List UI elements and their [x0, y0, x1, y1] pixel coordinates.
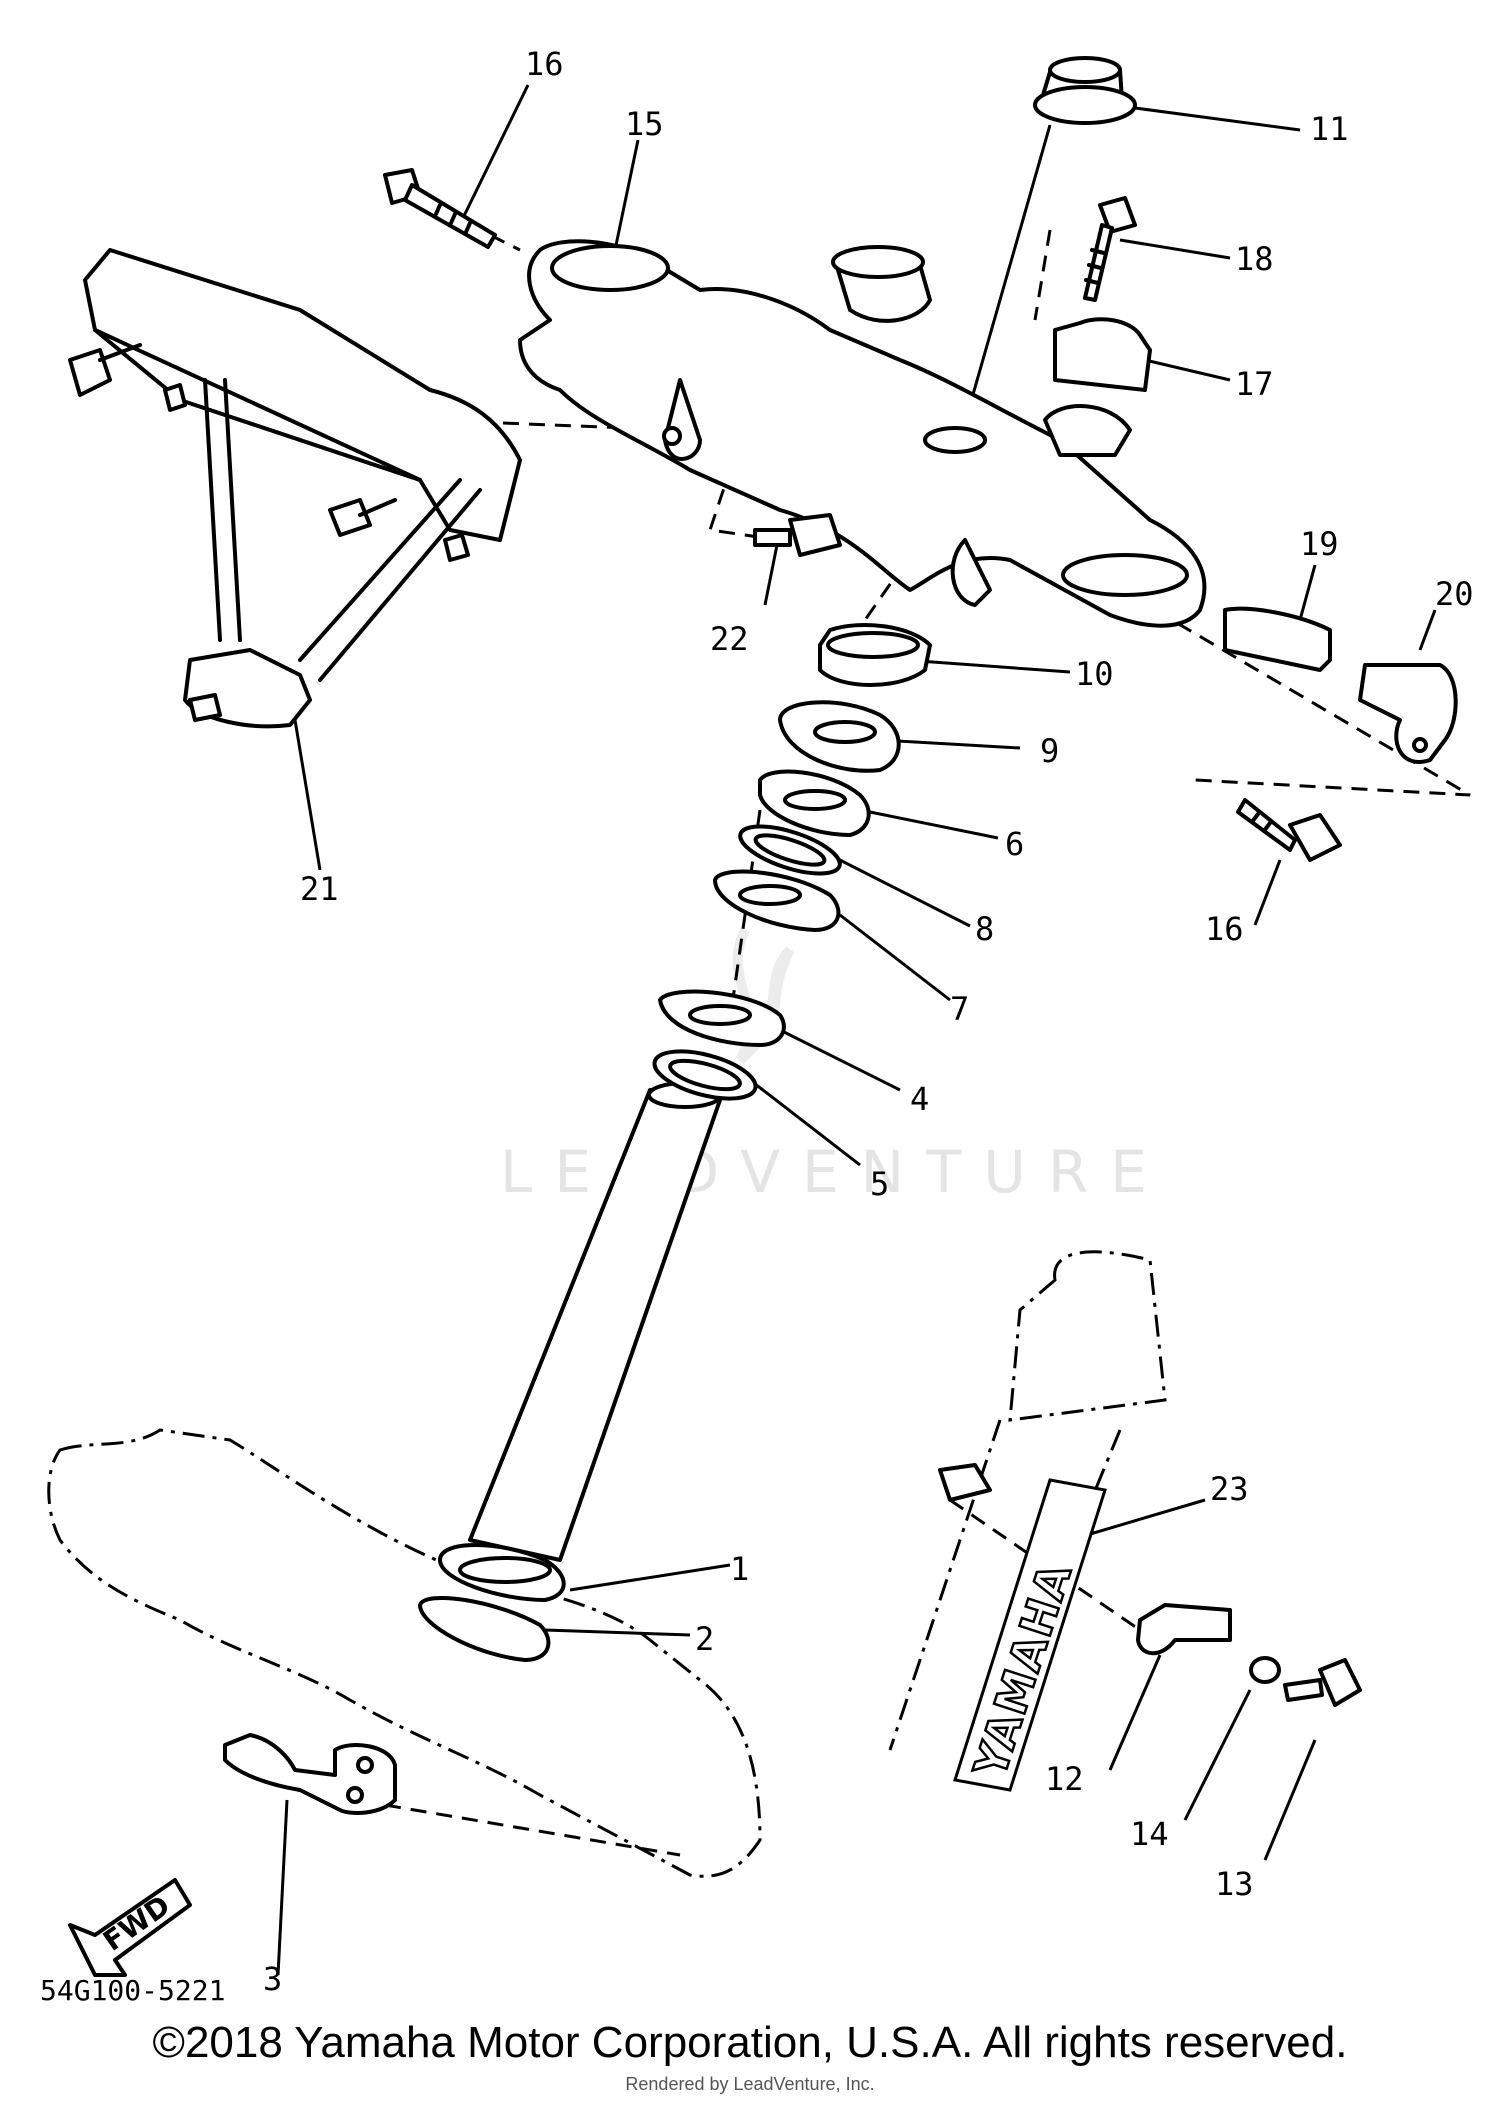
callout-18: 18	[1235, 240, 1274, 278]
leader-lines	[276, 84, 1437, 1976]
seal-2	[418, 1595, 551, 1662]
callout-6: 6	[1005, 825, 1024, 863]
watermark: LEADVENTURE	[500, 927, 1169, 1206]
steering-stem	[468, 1081, 723, 1562]
upper-bracket	[518, 239, 1207, 628]
callout-12: 12	[1045, 1760, 1084, 1798]
callout-16-top: 16	[525, 45, 564, 83]
drawing-code: 54G100-5221	[40, 1974, 225, 2007]
callout-14: 14	[1130, 1815, 1169, 1853]
callout-9: 9	[1040, 732, 1059, 770]
part-20	[1358, 663, 1458, 764]
fwd-arrow: FWD	[68, 1878, 192, 1977]
clamp-17	[1053, 317, 1152, 392]
washer-14	[1249, 1656, 1281, 1684]
bearing-5	[652, 1049, 758, 1101]
race-4	[658, 989, 786, 1047]
lower-bracket-outline	[47, 1428, 762, 1878]
clamp-12	[1136, 1603, 1232, 1656]
race-1	[438, 1543, 566, 1602]
race-6	[758, 769, 871, 837]
callout-17: 17	[1235, 365, 1274, 403]
bolt-22	[753, 513, 842, 557]
part-19	[1223, 606, 1332, 672]
race-7	[713, 869, 841, 932]
callout-7: 7	[950, 990, 969, 1028]
callout-15: 15	[625, 105, 664, 143]
callout-1: 1	[730, 1550, 749, 1588]
callout-11: 11	[1310, 110, 1349, 148]
callout-2: 2	[695, 1620, 714, 1658]
part-3	[223, 1733, 397, 1815]
bolt-13	[1283, 1658, 1362, 1707]
callout-20: 20	[1435, 575, 1474, 613]
rendered-by-notice: Rendered by LeadVenture, Inc.	[625, 2074, 875, 2094]
callout-5: 5	[870, 1165, 889, 1203]
watermark-text: LEADVENTURE	[500, 1138, 1169, 1206]
fork-decal-23: YAMAHA	[953, 1478, 1107, 1792]
fork-clip	[938, 1463, 992, 1502]
callout-23: 23	[1210, 1470, 1249, 1508]
bolt-16-bottom	[1236, 798, 1342, 862]
callout-22: 22	[710, 620, 749, 658]
callout-labels: 1 2 3 4 5 6 7 8 9 10 11 12 13 14 15 16 1…	[263, 45, 1474, 1998]
callout-3: 3	[263, 1960, 282, 1998]
washer-9	[778, 700, 901, 773]
callout-19: 19	[1300, 525, 1339, 563]
fork-brand-text: YAMAHA	[965, 1556, 1083, 1784]
bearing-8	[738, 824, 842, 876]
callout-16-bottom: 16	[1205, 910, 1244, 948]
callout-13: 13	[1215, 1865, 1254, 1903]
bolt-18	[1083, 196, 1137, 302]
nut-10	[818, 623, 932, 687]
bracket-21	[68, 248, 522, 729]
bolt-16-top	[383, 168, 497, 249]
callout-10: 10	[1075, 655, 1114, 693]
copyright-notice: ©2018 Yamaha Motor Corporation, U.S.A. A…	[152, 2018, 1348, 2067]
nut-11	[1033, 56, 1137, 125]
callout-21: 21	[300, 870, 339, 908]
fwd-label: FWD	[97, 1889, 176, 1958]
callout-4: 4	[910, 1080, 929, 1118]
callout-8: 8	[975, 910, 994, 948]
